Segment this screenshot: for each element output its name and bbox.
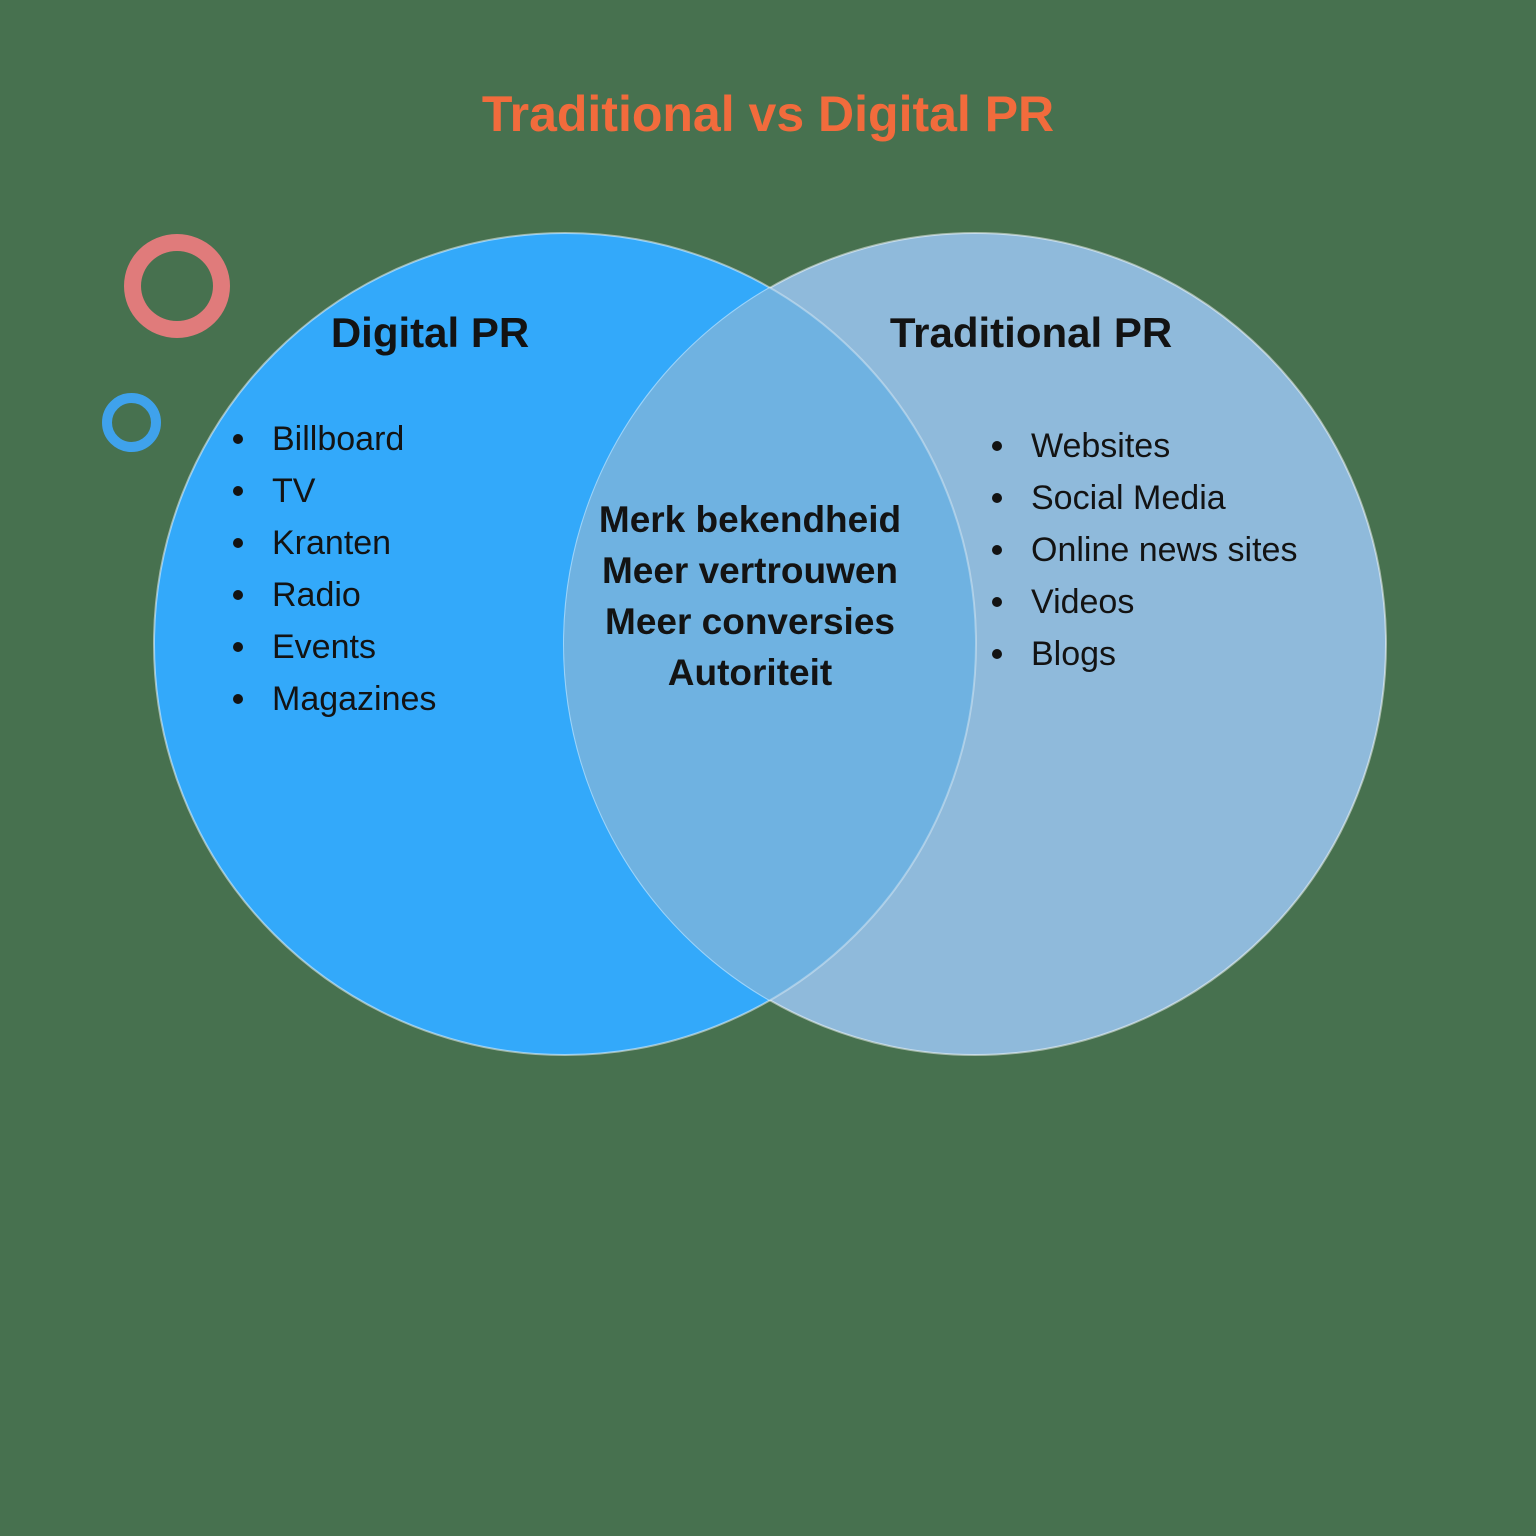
overlap-right-arc [564, 233, 977, 1055]
traditional-pr-heading: Traditional PR [889, 309, 1173, 356]
list-item-label: Events [272, 627, 376, 666]
list-item-label: Radio [272, 575, 361, 614]
list-item-label: Blogs [1031, 634, 1117, 673]
decorative-red-ring [124, 234, 230, 338]
list-item-label: Websites [1031, 426, 1171, 465]
bullet-icon [992, 441, 1002, 451]
list-item: Blogs [992, 628, 1297, 680]
traditional-pr-list: Websites Social Media Online news sites … [992, 420, 1297, 680]
list-item: Events [233, 621, 436, 673]
list-item-label: Kranten [272, 523, 392, 562]
overlap-region [564, 233, 976, 1055]
list-item: Websites [992, 420, 1297, 472]
bullet-icon [992, 597, 1002, 607]
overlap-benefit-line: Autoriteit [667, 652, 833, 693]
digital-pr-list: Billboard TV Kranten Radio Events Magazi… [233, 413, 436, 725]
list-item: Billboard [233, 413, 436, 465]
overlap-benefits: Merk bekendheid Meer vertrouwen Meer con… [599, 494, 901, 698]
overlap-benefit-line: Meer vertrouwen [601, 550, 899, 591]
bullet-icon [233, 642, 243, 652]
list-item: Online news sites [992, 524, 1297, 576]
bullet-icon [233, 486, 243, 496]
bullet-icon [992, 649, 1002, 659]
bullet-icon [233, 694, 243, 704]
list-item-label: Online news sites [1031, 530, 1298, 569]
list-item: Social Media [992, 472, 1297, 524]
overlap-benefit-line: Meer conversies [604, 601, 896, 642]
list-item: Magazines [233, 673, 436, 725]
page-title: Traditional vs Digital PR [481, 86, 1055, 142]
list-item-label: Billboard [272, 419, 405, 458]
bullet-icon [992, 545, 1002, 555]
bullet-icon [233, 590, 243, 600]
list-item: TV [233, 465, 436, 517]
list-item: Videos [992, 576, 1297, 628]
bullet-icon [233, 538, 243, 548]
decorative-blue-ring [102, 393, 161, 452]
list-item: Radio [233, 569, 436, 621]
list-item-label: TV [272, 471, 316, 510]
bullet-icon [992, 493, 1002, 503]
bullet-icon [233, 434, 243, 444]
digital-pr-heading: Digital PR [330, 309, 530, 356]
list-item-label: Magazines [272, 679, 437, 718]
overlap-benefit-line: Merk bekendheid [598, 499, 902, 540]
list-item-label: Social Media [1031, 478, 1226, 517]
list-item-label: Videos [1031, 582, 1135, 621]
list-item: Kranten [233, 517, 436, 569]
